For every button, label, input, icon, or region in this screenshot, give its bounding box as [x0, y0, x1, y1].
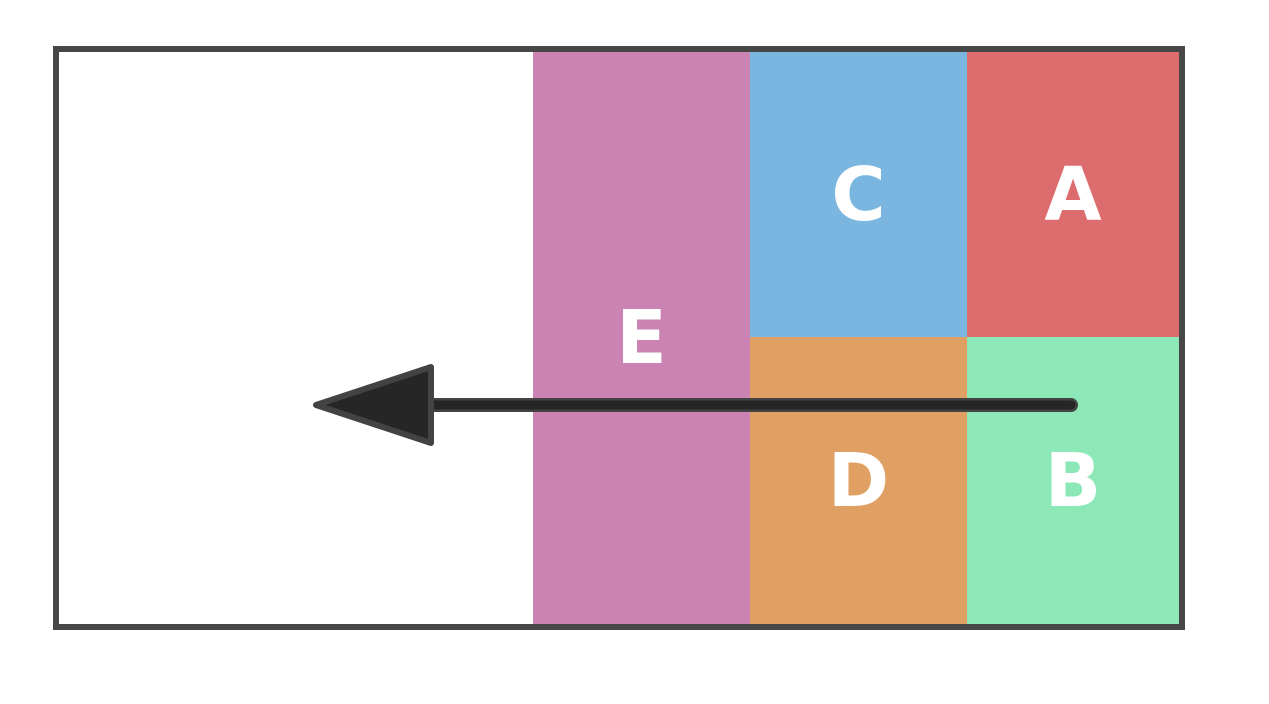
- block-b-label: B: [1044, 437, 1102, 524]
- block-b: B: [967, 337, 1179, 624]
- block-a: A: [967, 52, 1179, 337]
- block-c: C: [750, 52, 967, 337]
- block-c-label: C: [831, 151, 886, 238]
- outer-rectangle: E C A D B: [53, 46, 1185, 630]
- block-e: E: [533, 52, 750, 624]
- block-d-label: D: [827, 437, 890, 524]
- block-d: D: [750, 337, 967, 624]
- block-a-label: A: [1044, 151, 1102, 238]
- block-e-label: E: [616, 295, 667, 381]
